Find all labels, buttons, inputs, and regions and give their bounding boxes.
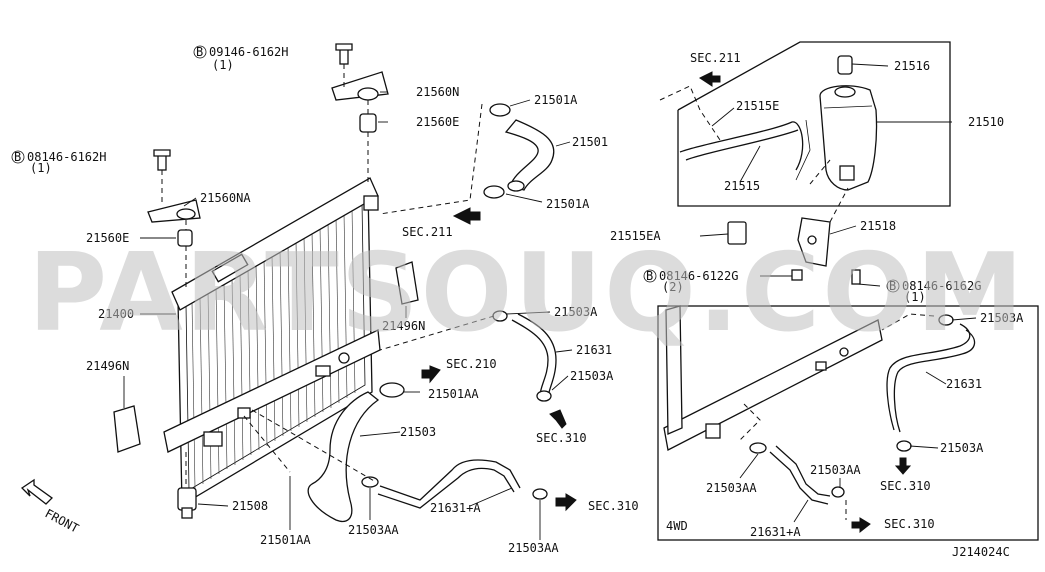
part-labels: B 09146-6162H (1) B 08146-6162H (1) 2156… xyxy=(11,45,1024,559)
bolt-marker-icon xyxy=(193,45,207,59)
label-21501AA-bottom: 21501AA xyxy=(260,533,311,547)
label-21501A-top: 21501A xyxy=(534,93,578,107)
label-sec211-mid: SEC.211 xyxy=(402,225,453,239)
leader-lines xyxy=(123,63,977,540)
label-sec310-mid: SEC.310 xyxy=(536,431,587,445)
label-21516: 21516 xyxy=(894,59,930,73)
reservoir-tank-21510 xyxy=(819,55,878,191)
reservoir-hose-21515 xyxy=(679,119,811,181)
label-21515EA: 21515EA xyxy=(610,229,661,243)
label-sec211-top: SEC.211 xyxy=(690,51,741,65)
bolt-08146-6122G xyxy=(791,269,803,281)
grommet-21560E-top xyxy=(359,113,377,133)
label-21503: 21503 xyxy=(400,425,436,439)
label-21503AA-bottom: 21503AA xyxy=(348,523,399,537)
label-21631: 21631 xyxy=(576,343,612,357)
label-21496N-mid: 21496N xyxy=(382,319,425,333)
label-21560E-top: 21560E xyxy=(416,115,459,129)
mount-bracket-21560N xyxy=(331,43,389,101)
inset-label-21503A-mid: 21503A xyxy=(940,441,984,455)
inset-sec310-arrow-bottom xyxy=(851,517,871,534)
inset-label-21503A-top: 21503A xyxy=(980,311,1024,325)
reservoir-group-frame xyxy=(677,41,951,207)
svg-text:B: B xyxy=(196,45,203,59)
bracket-21518 xyxy=(797,217,831,267)
air-guide-21496N-left xyxy=(113,405,141,453)
air-guide-21496N-mid xyxy=(395,261,419,305)
inset-label-sec310-mid: SEC.310 xyxy=(880,479,931,493)
sec211-arrow-top xyxy=(699,71,721,87)
label-21501A-mid: 21501A xyxy=(546,197,590,211)
label-21560E-left: 21560E xyxy=(86,231,129,245)
inset-radiator xyxy=(663,305,883,451)
label-bolt-right2-qty: (1) xyxy=(904,290,926,304)
label-21501AA-mid: 21501AA xyxy=(428,387,479,401)
svg-text:B: B xyxy=(14,150,21,164)
sec-arrows-main xyxy=(421,207,577,512)
inset-sec310-arrow-mid xyxy=(894,457,912,475)
label-bolt-right2: 08146-6162G xyxy=(902,279,981,293)
inset-label-21503AA-left: 21503AA xyxy=(706,481,757,495)
mount-bracket-21560NA xyxy=(147,149,201,223)
label-21501: 21501 xyxy=(572,135,608,149)
label-21496N-left: 21496N xyxy=(86,359,129,373)
label-bolt-top: 09146-6162H xyxy=(209,45,288,59)
label-21515E: 21515E xyxy=(736,99,779,113)
upper-hose-21501 xyxy=(483,103,555,199)
lower-mount-21508 xyxy=(177,487,197,519)
bolt-marker-icon xyxy=(886,279,900,293)
label-21510: 21510 xyxy=(968,115,1004,129)
inset-label-21631: 21631 xyxy=(946,377,982,391)
inset-label-4wd: 4WD xyxy=(666,519,688,533)
lower-hose-21503 xyxy=(307,382,405,523)
label-21515: 21515 xyxy=(724,179,760,193)
hose-21631 xyxy=(492,310,557,402)
label-21508: 21508 xyxy=(232,499,268,513)
bolt-marker-icon xyxy=(11,150,25,164)
label-sec310-bottom: SEC.310 xyxy=(588,499,639,513)
inset-hose-21631 xyxy=(886,314,976,452)
svg-text:B: B xyxy=(646,269,653,283)
label-21503AA-right: 21503AA xyxy=(508,541,559,555)
label-21503A-mid: 21503A xyxy=(570,369,614,383)
label-21560NA: 21560NA xyxy=(200,191,251,205)
label-bolt-right1: 08146-6122G xyxy=(659,269,738,283)
label-sec210: SEC.210 xyxy=(446,357,497,371)
label-bolt-top-qty: (1) xyxy=(212,58,234,72)
front-arrow xyxy=(20,478,53,505)
bolt-08146-6162G xyxy=(851,269,861,285)
inset-4wd-frame xyxy=(657,305,1039,541)
label-bolt-left: 08146-6162H xyxy=(27,150,106,164)
label-21631A: 21631+A xyxy=(430,501,481,515)
hose-21631A xyxy=(377,459,548,509)
grommet-21560E-left xyxy=(177,229,193,247)
inset-hose-21631A xyxy=(749,442,845,505)
label-21560N: 21560N xyxy=(416,85,459,99)
clip-21515EA xyxy=(727,221,747,245)
label-bolt-left-qty: (1) xyxy=(30,161,52,175)
svg-text:B: B xyxy=(889,279,896,293)
inset-label-sec310-bottom: SEC.310 xyxy=(884,517,935,531)
label-21400: 21400 xyxy=(98,307,134,321)
label-21518: 21518 xyxy=(860,219,896,233)
inset-label-21631A: 21631+A xyxy=(750,525,801,539)
bolt-marker-icon xyxy=(643,269,657,283)
label-front: FRONT xyxy=(43,506,81,535)
radiator-core xyxy=(163,177,381,507)
diagram-code: J214024C xyxy=(952,545,1010,559)
label-21503A-top: 21503A xyxy=(554,305,598,319)
label-bolt-right1-qty: (2) xyxy=(662,280,684,294)
watermark: PARTSOUQ.COM xyxy=(28,231,1025,356)
inset-label-21503AA-mid: 21503AA xyxy=(810,463,861,477)
